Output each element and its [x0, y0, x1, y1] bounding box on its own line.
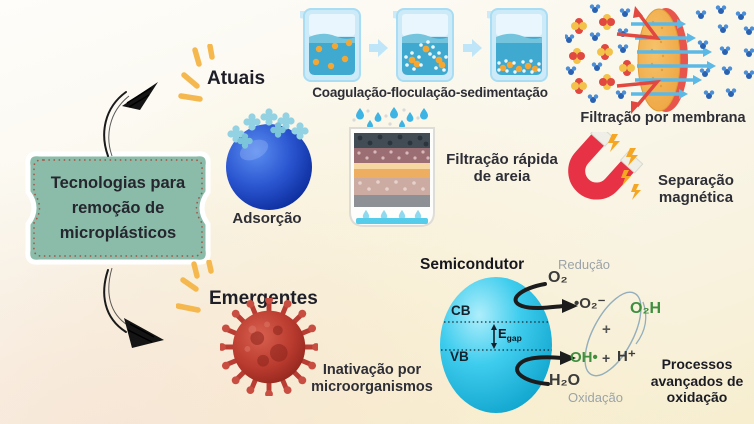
- sparkle-rays-icon: [176, 260, 214, 313]
- flow-arrow-icon: [369, 39, 388, 57]
- proton-formula: H⁺: [617, 348, 636, 365]
- hand-arrow-up-icon: [103, 82, 158, 157]
- beaker-icon: [487, 8, 548, 82]
- topic-box: Tecnologias para remoção de microplástic…: [24, 150, 212, 266]
- virus-icon: [220, 298, 318, 396]
- membrane-label: Filtração por membrana: [580, 110, 746, 126]
- topic-line-3: microplásticos: [59, 223, 177, 242]
- semiconductor-sphere-icon: [440, 277, 647, 413]
- branch-current-label: Atuais: [207, 68, 266, 89]
- sand-filtration-line-2: de areia: [473, 168, 531, 186]
- adsorption-label: Adsorção: [232, 210, 302, 227]
- coagulation-label: Coagulação-floculação-sedimentação: [312, 85, 548, 100]
- topic-box-shape: [25, 151, 211, 265]
- sand-filtration-line-1: Filtração rápida: [446, 151, 558, 168]
- adsorption-sphere-icon: [226, 108, 312, 210]
- topic-line-1: Tecnologias para: [50, 173, 186, 192]
- bandgap-label: Egap: [498, 326, 522, 344]
- reduction-label: Redução: [558, 257, 611, 272]
- sand-filter-icon: [349, 107, 435, 227]
- superoxide-formula: •O₂⁻: [574, 295, 606, 312]
- bandgap-subscript: gap: [506, 333, 522, 343]
- membrane-icon: [565, 4, 754, 114]
- oxidation-label: Oxidação: [568, 390, 623, 405]
- hydroxyl-formula: OH•: [570, 349, 598, 366]
- beaker-icon: [300, 8, 361, 82]
- beaker-icon: [393, 8, 454, 82]
- oxygen-formula: O₂: [548, 269, 568, 286]
- topic-line-2: remoção de: [71, 198, 165, 217]
- aop-line-2: avançados de: [650, 372, 744, 389]
- valence-band-label: VB: [450, 349, 469, 364]
- flow-arrow-icon: [463, 39, 482, 57]
- aop-label: Processos avançados de oxidação: [641, 356, 753, 406]
- plus-sign-center: +: [602, 321, 611, 338]
- magnet-icon: [568, 132, 644, 200]
- hydroperoxyl-formula: O₂H: [630, 300, 662, 317]
- microorganisms-line-1: Inativação por: [322, 362, 422, 378]
- magnetic-line-1: Separação: [658, 172, 734, 189]
- magnetic-label: Separação magnética: [644, 172, 748, 207]
- sparkle-rays-icon: [178, 44, 215, 102]
- sand-filtration-label: Filtração rápida de areia: [443, 151, 561, 186]
- hand-arrow-down-icon: [103, 267, 164, 348]
- water-formula: H₂O: [549, 372, 581, 389]
- plus-sign-small: +: [602, 350, 611, 366]
- semiconductor-title: Semicondutor: [420, 256, 525, 273]
- magnetic-line-2: magnética: [658, 189, 734, 207]
- microorganisms-line-2: microorganismos: [311, 378, 433, 395]
- conduction-band-label: CB: [451, 303, 471, 318]
- microorganisms-label: Inativação por microorganismos: [302, 362, 442, 395]
- aop-line-3: oxidação: [666, 389, 728, 405]
- aop-line-1: Processos: [661, 356, 733, 372]
- bandgap-symbol: E: [498, 326, 507, 341]
